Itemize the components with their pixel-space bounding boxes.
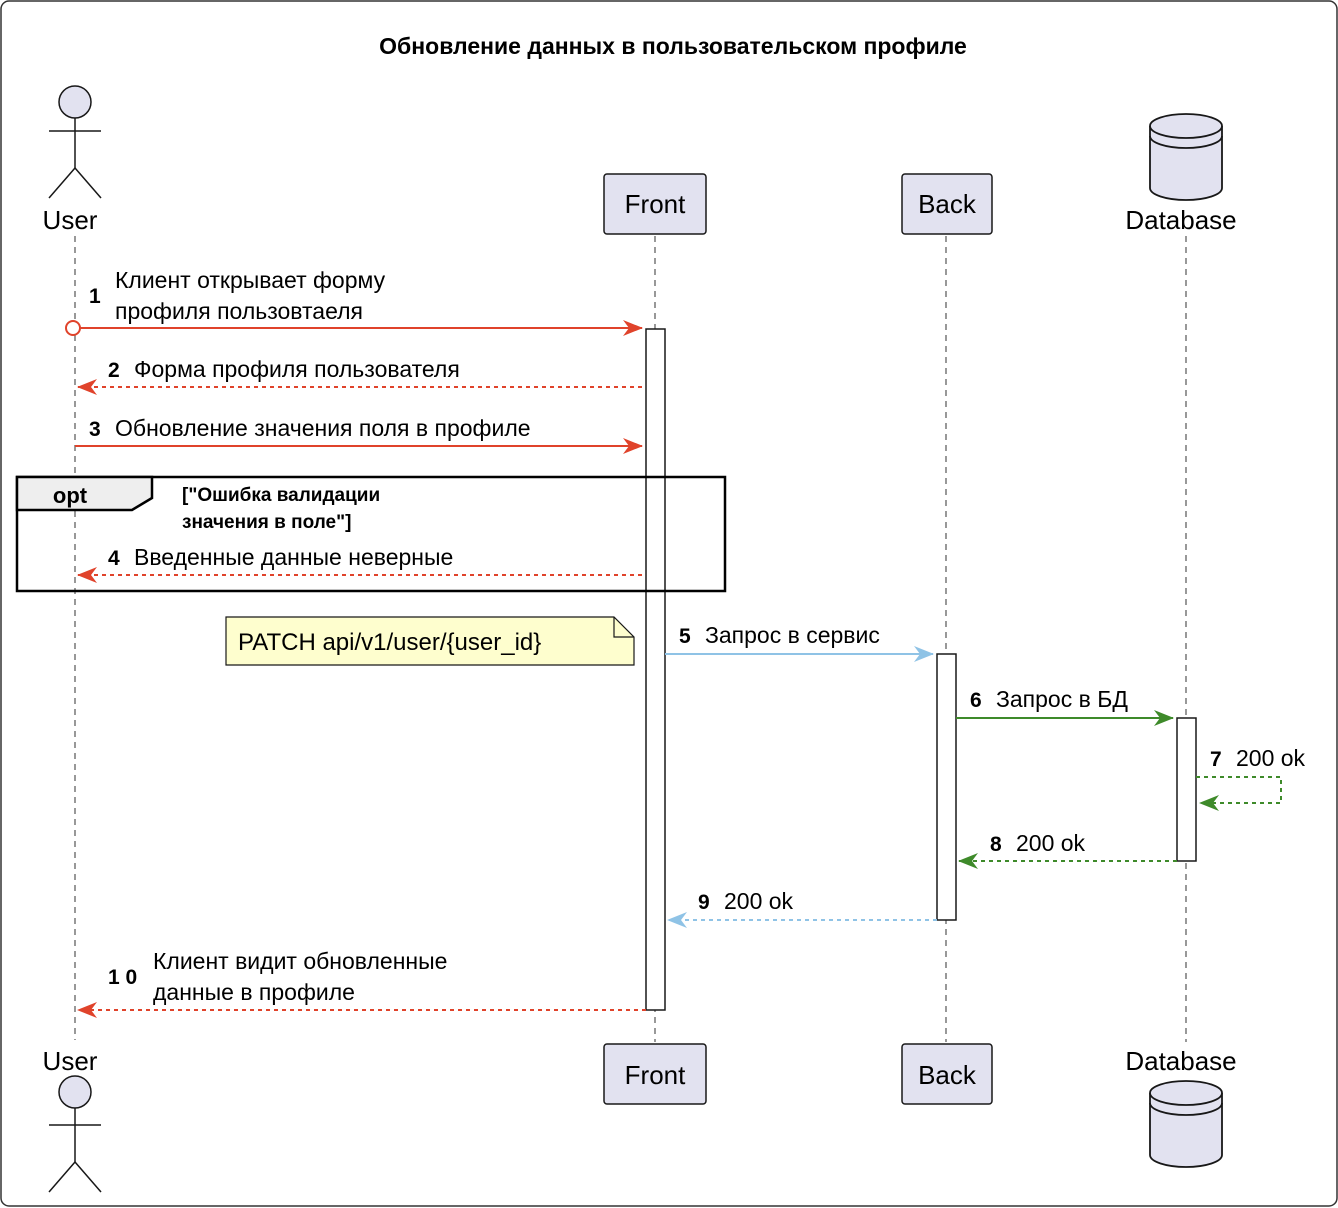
actor-leg-left [48, 167, 76, 199]
actor-leg-right [74, 167, 102, 199]
message-6: 6 Запрос в БД [956, 686, 1174, 726]
participant-back-bottom: Back [901, 1043, 993, 1105]
activation-database [1176, 717, 1197, 862]
participant-database-top: Database [1125, 113, 1237, 235]
opt-guard-line-1: ["Ошибка валидации [182, 485, 380, 506]
participant-database-label: Database [1125, 205, 1236, 235]
message-10-line-2: данные в профиле [153, 979, 355, 1005]
message-8: 8 200 ok [958, 830, 1177, 869]
message-5-number: 5 [679, 625, 691, 648]
database-cylinder-icon [1149, 1093, 1223, 1168]
participant-user-bottom: User [43, 1046, 102, 1193]
opt-frame: opt ["Ошибка валидации значения в поле"] [15, 475, 727, 593]
actor-head [58, 85, 92, 119]
message-4-line-1: Введенные данные неверные [134, 544, 453, 570]
diagram-title: Обновление данных в пользовательском про… [379, 33, 967, 59]
participant-user-top: User [43, 85, 102, 235]
message-7-line-1: 200 ok [1236, 745, 1306, 771]
participant-user-label: User [43, 1046, 98, 1076]
note-fold [613, 617, 634, 638]
message-10-number: 1 0 [108, 966, 137, 989]
participant-database-label: Database [1125, 1046, 1236, 1076]
participant-back-label: Back [918, 189, 977, 219]
message-6-line-1: Запрос в БД [996, 686, 1128, 712]
message-4-number: 4 [108, 547, 120, 570]
actor-leg-left [48, 1161, 76, 1193]
opt-frame-border [15, 475, 727, 593]
participant-front-bottom: Front [603, 1043, 707, 1105]
participant-box [603, 1043, 707, 1105]
database-cylinder-lip [1149, 135, 1223, 149]
opt-frame-label: opt [53, 483, 88, 508]
actor-leg-right [74, 1161, 102, 1193]
participant-user-label: User [43, 205, 98, 235]
message-8-number: 8 [990, 833, 1002, 856]
note-body [225, 616, 635, 666]
participant-front-label: Front [625, 1060, 686, 1090]
participant-front-top: Front [603, 173, 707, 235]
message-7: 7 200 ok [1196, 745, 1306, 811]
database-cylinder-top [1149, 113, 1223, 139]
message-3: 3 Обновление значения поля в профиле [75, 415, 643, 454]
message-7-number: 7 [1210, 748, 1222, 771]
opt-guard-line-2: значения в поле"] [182, 512, 351, 533]
participant-back-label: Back [918, 1060, 977, 1090]
note-text: PATCH api/v1/user/{user_id} [238, 629, 541, 656]
message-1-line-2: профиля пользовтаеля [115, 298, 363, 324]
note: PATCH api/v1/user/{user_id} [225, 616, 635, 666]
message-8-line-1: 200 ok [1016, 830, 1086, 856]
participant-box [901, 173, 993, 235]
message-7-arrow [1196, 776, 1282, 811]
message-4: 4 Введенные данные неверные [77, 544, 642, 583]
message-2-line-1: Форма профиля пользователя [134, 356, 460, 382]
actor-head [58, 1075, 92, 1109]
message-5-line-1: Запрос в сервис [705, 622, 880, 648]
activation-back [936, 653, 957, 921]
participant-box [603, 173, 707, 235]
message-1: 1 Клиент открывает форму профиля пользов… [65, 267, 643, 336]
message-5: 5 Запрос в сервис [665, 622, 934, 662]
participant-box [901, 1043, 993, 1105]
message-10: 1 0 Клиент видит обновленные данные в пр… [77, 948, 646, 1018]
message-9-line-1: 200 ok [724, 888, 794, 914]
message-9: 9 200 ok [667, 888, 937, 928]
participant-database-bottom: Database [1125, 1046, 1237, 1168]
opt-frame-tab [15, 475, 154, 512]
message-2: 2 Форма профиля пользователя [77, 356, 642, 395]
lost-start-circle [65, 320, 81, 336]
message-1-line-1: Клиент открывает форму [115, 267, 386, 293]
message-3-line-1: Обновление значения поля в профиле [115, 415, 531, 441]
message-6-number: 6 [970, 689, 982, 712]
message-9-number: 9 [698, 891, 710, 914]
message-10-line-1: Клиент видит обновленные [153, 948, 447, 974]
participant-front-label: Front [625, 189, 686, 219]
message-1-number: 1 [89, 285, 101, 308]
participant-back-top: Back [901, 173, 993, 235]
activation-front [645, 328, 666, 1011]
message-2-number: 2 [108, 359, 120, 382]
database-cylinder-top [1149, 1080, 1223, 1106]
message-3-number: 3 [89, 418, 101, 441]
database-cylinder-lip [1149, 1102, 1223, 1116]
database-cylinder-icon [1149, 126, 1223, 201]
